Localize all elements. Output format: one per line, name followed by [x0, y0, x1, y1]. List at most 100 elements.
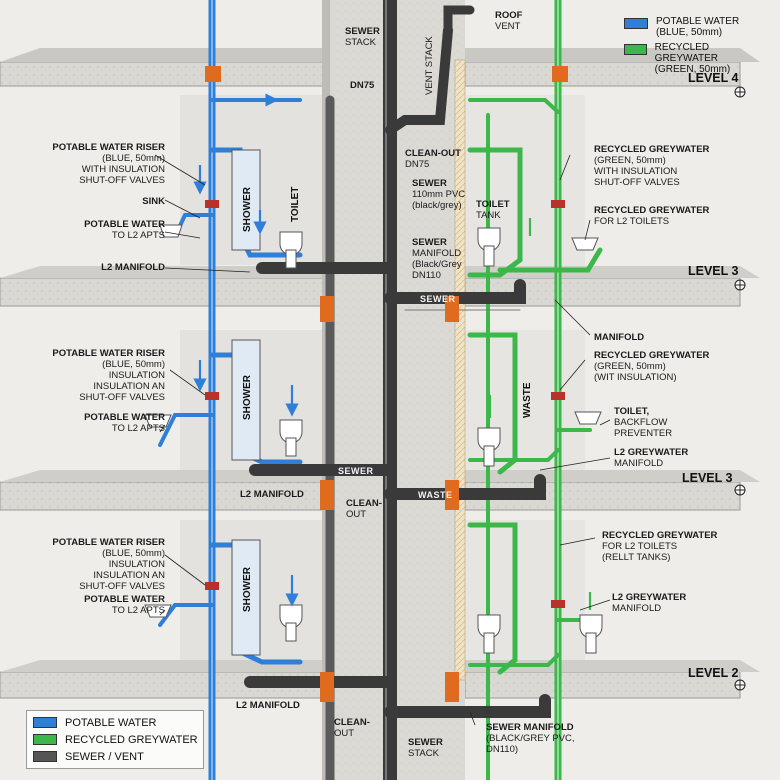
- callout-line: (BLUE, 50mm): [102, 359, 165, 370]
- callout-line: SHUT-OFF VALVES: [79, 581, 165, 592]
- legend-bottom-potable-label: POTABLE WATER: [65, 716, 157, 729]
- callout-line: SHUT-OFF VALVES: [79, 392, 165, 403]
- callout-line: SEWER: [412, 237, 447, 248]
- sewer-swatch-bottom: [33, 751, 57, 762]
- legend-bottom-item-greywater: RECYCLED GREYWATER: [27, 731, 203, 748]
- callout-line: MANIFOLD: [412, 248, 461, 259]
- greywater-swatch-bottom: [33, 734, 57, 745]
- legend-top-item-potable: POTABLE WATER (BLUE, 50mm): [618, 16, 768, 38]
- callout-line: RECYCLED GREYWATER: [602, 530, 718, 541]
- callout-line: 110mm PVC: [412, 189, 465, 200]
- callout-line: POTABLE WATER RISER: [52, 348, 165, 359]
- legend-top-potable-label: POTABLE WATER: [656, 16, 740, 27]
- callout-line: L2 GREYWATER: [612, 592, 686, 603]
- callout-line: CLEAN-OUT: [405, 148, 461, 159]
- callout-sink: SINK: [142, 196, 165, 207]
- callout-line: L2 GREYWATER: [614, 447, 688, 458]
- callout-line: DN75: [350, 80, 375, 91]
- legend-top-greywater-label: RECYCLED GREYWATER: [654, 42, 719, 64]
- firestop-collars: [205, 66, 568, 702]
- callout-line: (BLUE, 50mm): [102, 548, 165, 559]
- label-shower-top: SHOWER: [242, 186, 253, 232]
- legend-bottom-item-sewer: SEWER / VENT: [27, 748, 203, 765]
- callout-line: TANK: [476, 210, 501, 221]
- callout-line: L2 MANIFOLD: [240, 489, 304, 500]
- callout-line: L2 MANIFOLD: [236, 700, 300, 711]
- callout-line: (WIT INSULATION): [594, 372, 677, 383]
- callout-line: INSULATION: [109, 559, 165, 570]
- callout-line: MANIFOLD: [614, 458, 663, 469]
- callout-line: SHUT-OFF VALVES: [594, 177, 680, 188]
- flow-arrows: [193, 93, 592, 610]
- legend-bottom: POTABLE WATER RECYCLED GREYWATER SEWER /…: [26, 710, 204, 769]
- callout-line: POTABLE WATER RISER: [52, 142, 165, 153]
- label-shower-mid: SHOWER: [242, 374, 253, 420]
- callout-line: VENT: [495, 21, 521, 32]
- callout-line: POTABLE WATER: [84, 219, 165, 230]
- callout-line: BACKFLOW: [614, 417, 667, 428]
- callout-dn75: DN75: [350, 80, 375, 91]
- callout-l2-manifold-low: L2 MANIFOLD: [236, 700, 300, 711]
- callout-line: INSULATION: [109, 370, 165, 381]
- legend-bottom-sewer-label: SEWER / VENT: [65, 750, 144, 763]
- callout-line: DN110: [412, 270, 441, 281]
- callout-line: (GREEN, 50mm): [594, 155, 666, 166]
- callout-line: CLEAN-: [334, 717, 370, 728]
- callout-line: (BLUE, 50mm): [102, 153, 165, 164]
- callout-line: MANIFOLD: [594, 332, 644, 343]
- callout-rg-mid: RECYCLED GREYWATER(GREEN, 50mm)(WIT INSU…: [594, 350, 710, 383]
- potable-swatch-bottom: [33, 717, 57, 728]
- legend-top-potable-sub: (BLUE, 50mm): [656, 27, 723, 38]
- callout-line: TO L2 APTS: [112, 605, 165, 616]
- callout-potable-riser-low: POTABLE WATER RISER(BLUE, 50mm)INSULATIO…: [52, 537, 165, 592]
- greywater-swatch: [624, 44, 647, 55]
- callout-line: INSULATION AN: [93, 381, 165, 392]
- callout-line: TOILET: [476, 199, 510, 210]
- callout-line: MANIFOLD: [612, 603, 661, 614]
- callout-potable-riser-top: POTABLE WATER RISER(BLUE, 50mm)WITH INSU…: [52, 142, 165, 186]
- floor-slabs: [0, 48, 760, 699]
- callout-line: (black/grey): [412, 200, 462, 211]
- callout-manifold: MANIFOLD: [594, 332, 644, 343]
- callout-line: (RELLT TANKS): [602, 552, 670, 563]
- callout-rg-riser-top: RECYCLED GREYWATER(GREEN, 50mm)WITH INSU…: [594, 144, 710, 188]
- pipe-label-waste: WASTE: [418, 490, 453, 500]
- callout-line: SEWER: [408, 737, 443, 748]
- callout-line: POTABLE WATER: [84, 594, 165, 605]
- callout-line: WITH INSULATION: [594, 166, 677, 177]
- callout-line: FOR L2 TOILETS: [602, 541, 677, 552]
- callout-line: INSULATION AN: [93, 570, 165, 581]
- level-3-label-a: LEVEL 3: [688, 264, 739, 278]
- callout-line: WITH INSULATION: [82, 164, 165, 175]
- label-toilet-top: TOILET: [290, 187, 301, 222]
- callout-line: SINK: [142, 196, 165, 207]
- label-shower-low: SHOWER: [242, 566, 253, 612]
- callout-line: FOR L2 TOILETS: [594, 216, 669, 227]
- label-vent-stack: VENT STACK: [424, 36, 435, 95]
- pipe-label-sewer-mid: SEWER: [338, 466, 374, 476]
- callout-line: TO L2 APTS: [112, 423, 165, 434]
- callout-line: ROOF: [495, 10, 523, 21]
- callout-clean-out-bottom: CLEAN-OUT: [334, 717, 370, 739]
- callout-line: OUT: [334, 728, 354, 739]
- callout-line: (Black/Grey: [412, 259, 462, 270]
- callout-line: PREVENTER: [614, 428, 672, 439]
- callout-l2-manifold-top: L2 MANIFOLD: [101, 262, 165, 273]
- legend-top: POTABLE WATER (BLUE, 50mm) RECYCLED GREY…: [618, 14, 768, 77]
- callout-line: POTABLE WATER RISER: [52, 537, 165, 548]
- callout-line: STACK: [408, 748, 440, 759]
- leader-lines: [154, 154, 611, 726]
- callout-line: RECYCLED GREYWATER: [594, 350, 710, 361]
- callout-line: (GREEN, 50mm): [594, 361, 666, 372]
- pipe-label-sewer: SEWER: [420, 294, 456, 304]
- callout-line: SEWER: [345, 26, 380, 37]
